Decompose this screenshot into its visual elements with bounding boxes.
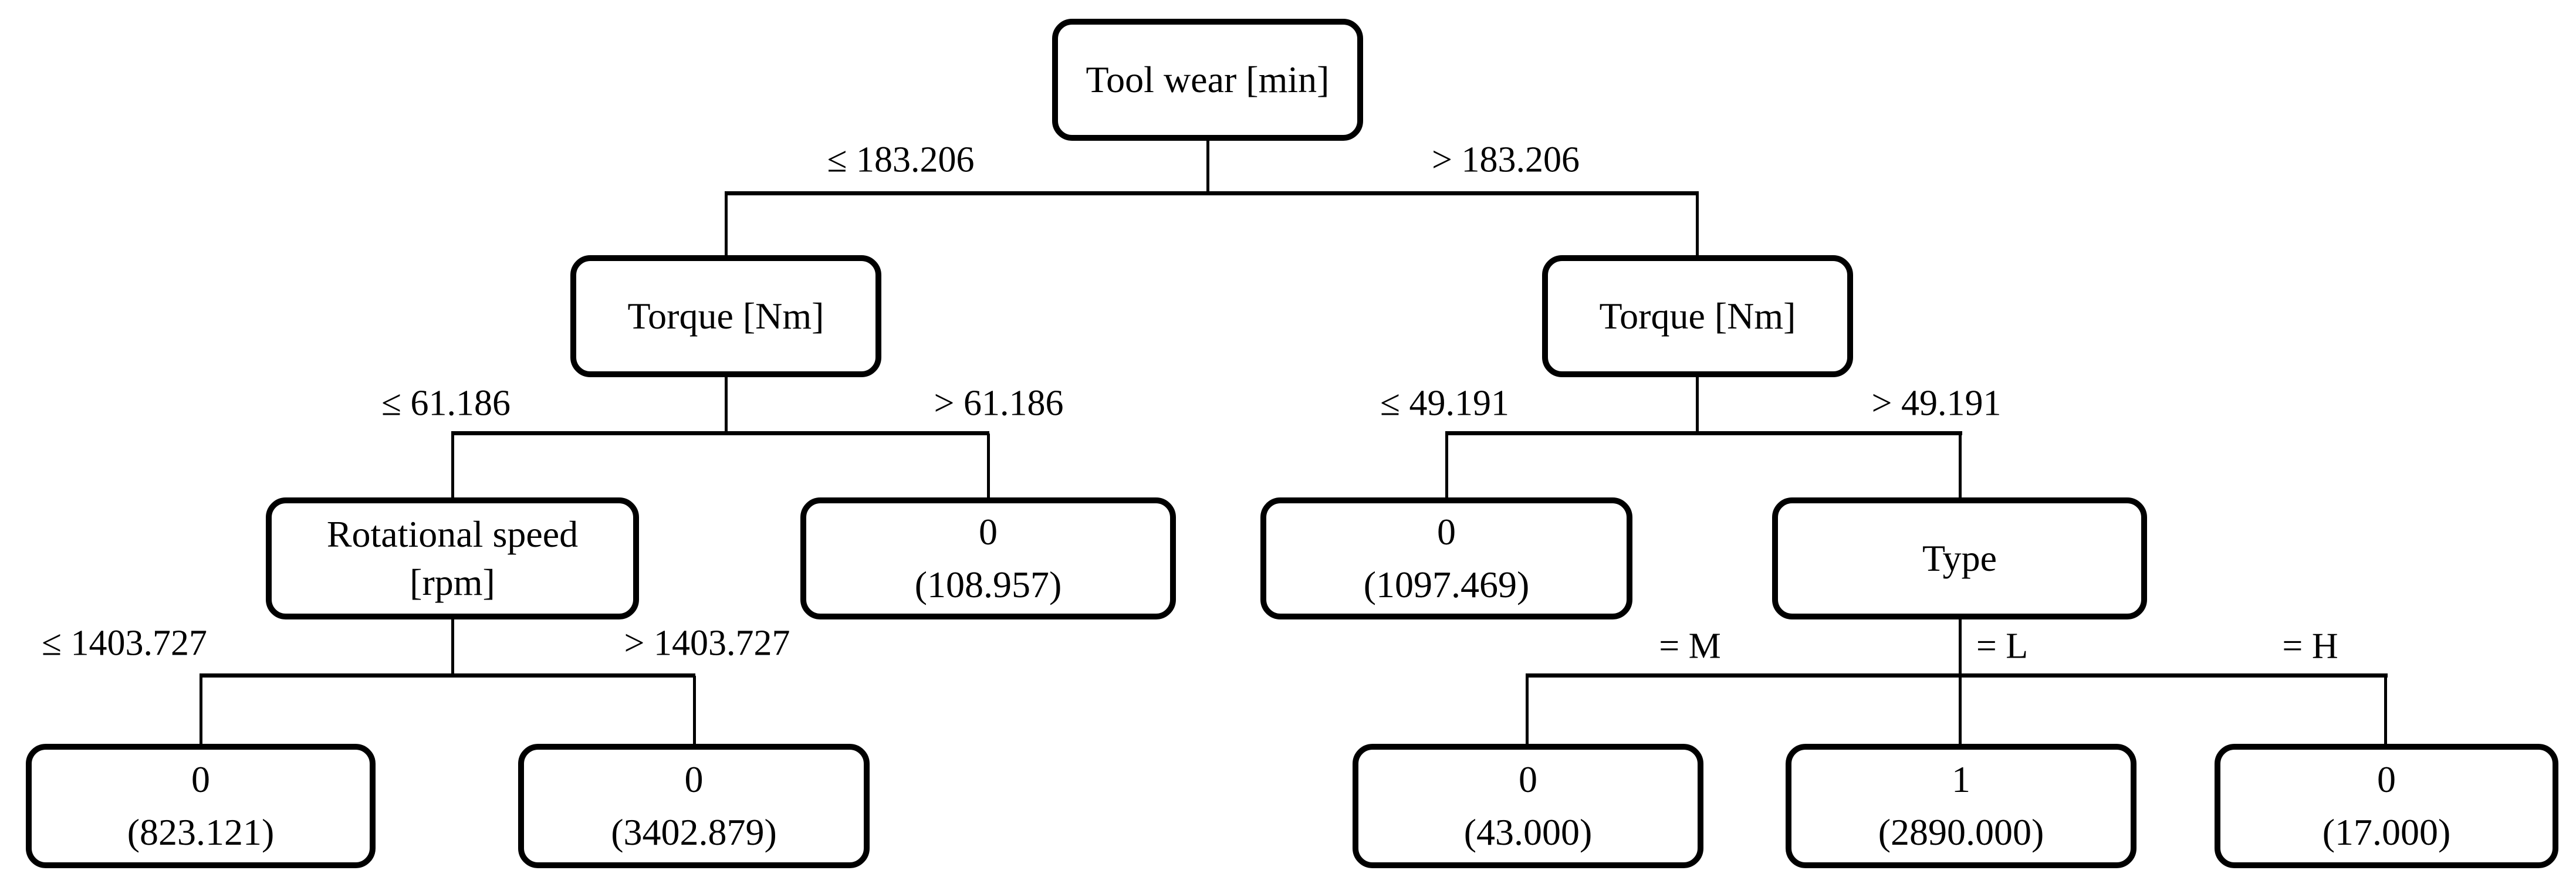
connector-rot-speed-stub [451, 619, 454, 676]
node-rotational-speed-label-line2: [rpm] [410, 561, 495, 603]
edge-label-torque-left-le: ≤ 61.186 [377, 382, 515, 425]
connector-torque-left-horizontal [451, 431, 989, 435]
leaf-node-3402: 0 (3402.879) [518, 744, 870, 868]
node-tool-wear: Tool wear [min] [1052, 19, 1363, 141]
leaf-sample-weight: (108.957) [914, 564, 1062, 605]
edge-label-rot-le: ≤ 1403.727 [38, 622, 211, 665]
leaf-node-17: 0 (17.000) [2215, 744, 2558, 868]
leaf-class-value: 0 [2377, 758, 2396, 800]
leaf-sample-weight: (823.121) [127, 811, 275, 853]
connector-level1-horizontal [725, 191, 1699, 195]
connector-to-type [1959, 434, 1962, 498]
connector-rot-speed-horizontal [200, 673, 695, 678]
leaf-node-2890: 1 (2890.000) [1786, 744, 2136, 868]
node-rotational-speed-label-line1: Rotational speed [326, 513, 579, 555]
node-type-label: Type [1922, 537, 1997, 579]
leaf-class-value: 0 [191, 758, 210, 800]
edge-label-root-le: ≤ 183.206 [823, 139, 978, 181]
leaf-class-value: 1 [1952, 758, 1970, 800]
connector-torque-left-stub [725, 377, 728, 434]
connector-to-leaf-3402 [693, 676, 696, 745]
connector-to-leaf-1097 [1445, 434, 1448, 498]
edge-label-torque-left-gt: > 61.186 [930, 382, 1067, 425]
connector-to-leaf-108 [987, 434, 990, 498]
edge-label-rot-gt: > 1403.727 [620, 622, 794, 665]
node-type: Type [1772, 497, 2147, 619]
leaf-sample-weight: (2890.000) [1878, 811, 2044, 853]
leaf-class-value: 0 [1519, 758, 1537, 800]
connector-to-leaf-2890 [1959, 676, 1962, 745]
leaf-node-1097: 0 (1097.469) [1260, 497, 1632, 619]
connector-to-rot-speed [451, 434, 454, 498]
leaf-node-43: 0 (43.000) [1353, 744, 1703, 868]
connector-to-torque-left [725, 194, 728, 255]
edge-label-type-l: = L [1972, 625, 2032, 668]
edge-label-type-m: = M [1655, 625, 1725, 668]
node-rotational-speed: Rotational speed [rpm] [266, 497, 639, 619]
edge-label-torque-right-gt: > 49.191 [1868, 382, 2005, 425]
connector-torque-right-horizontal [1445, 431, 1962, 435]
node-torque-left: Torque [Nm] [570, 255, 881, 377]
leaf-node-108: 0 (108.957) [800, 497, 1176, 619]
leaf-sample-weight: (3402.879) [611, 811, 777, 853]
connector-root-stub [1206, 141, 1209, 195]
leaf-class-value: 0 [979, 511, 998, 553]
leaf-class-value: 0 [684, 758, 704, 800]
node-torque-left-label: Torque [Nm] [627, 295, 824, 337]
connector-to-leaf-823 [200, 676, 202, 745]
leaf-node-823: 0 (823.121) [26, 744, 376, 868]
connector-type-horizontal [1526, 673, 2388, 678]
node-tool-wear-label: Tool wear [min] [1086, 59, 1330, 100]
leaf-sample-weight: (43.000) [1463, 811, 1593, 853]
connector-to-leaf-43 [1526, 676, 1529, 745]
edge-label-root-gt: > 183.206 [1428, 139, 1583, 181]
connector-to-torque-right [1696, 194, 1699, 255]
connector-type-stub [1959, 619, 1962, 676]
connector-to-leaf-17 [2384, 676, 2387, 745]
connector-torque-right-stub [1696, 377, 1699, 434]
leaf-class-value: 0 [1437, 511, 1456, 553]
leaf-sample-weight: (17.000) [2322, 811, 2451, 853]
edge-label-type-h: = H [2278, 625, 2342, 668]
leaf-sample-weight: (1097.469) [1363, 564, 1530, 605]
edge-label-torque-right-le: ≤ 49.191 [1376, 382, 1513, 425]
node-torque-right-label: Torque [Nm] [1599, 295, 1796, 337]
node-torque-right: Torque [Nm] [1542, 255, 1853, 377]
